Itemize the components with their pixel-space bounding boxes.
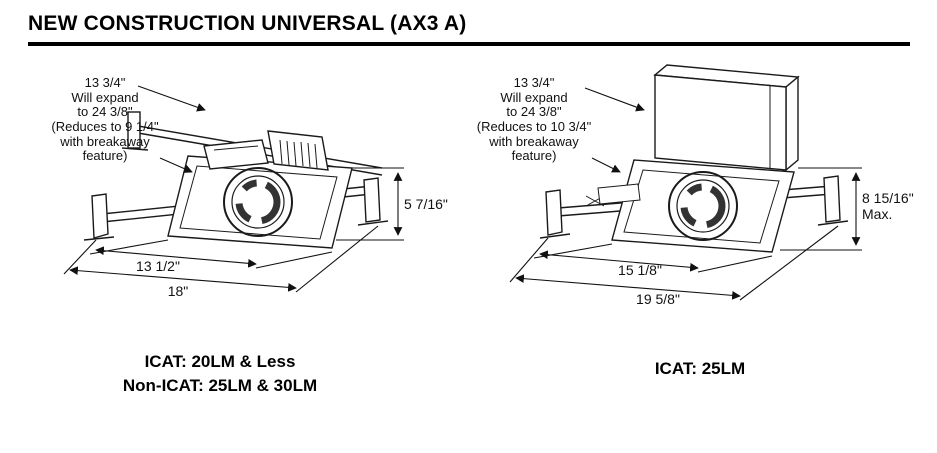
left-junction-box: [267, 130, 329, 171]
left-driver-box: [203, 139, 269, 170]
right-aperture: [668, 171, 738, 241]
right-housing-can: [653, 64, 800, 172]
right-overall-width-dimension-label: 19 5/8": [636, 291, 680, 307]
right-height-dimension-label: 8 15/16" Max.: [862, 190, 914, 223]
right-fixture-drawing: [539, 64, 849, 253]
left-overall-width-dimension-label: 18": [167, 283, 189, 299]
left-dimension-lines: [63, 85, 404, 293]
right-frame-width-dimension-label: 15 1/8": [618, 262, 662, 278]
left-fixture-caption: ICAT: 20LM & Less Non-ICAT: 25LM & 30LM: [122, 352, 318, 395]
left-front-hanger-bar: [83, 177, 389, 241]
left-frame-width-dimension-label: 13 1/2": [136, 258, 180, 274]
left-height-dimension-label: 5 7/16": [404, 196, 448, 212]
right-fixture-caption: ICAT: 25LM: [654, 359, 746, 378]
right-mounting-frame: [597, 159, 795, 253]
title-underline: [28, 42, 910, 46]
page-title: NEW CONSTRUCTION UNIVERSAL (AX3 A): [28, 12, 467, 35]
left-expansion-note: 13 3/4" Will expand to 24 3/8" (Reduces …: [51, 75, 159, 164]
right-expansion-note: 13 3/4" Will expand to 24 3/8" (Reduces …: [476, 75, 592, 164]
left-aperture: [223, 167, 293, 237]
right-dimension-lines: [509, 87, 862, 301]
